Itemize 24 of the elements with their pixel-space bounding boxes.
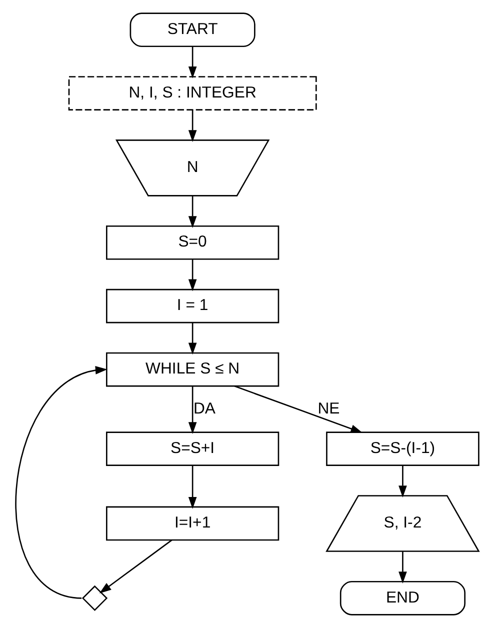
edge-label: DA <box>193 400 216 418</box>
node-box: I=I+1 <box>106 506 280 541</box>
arrow <box>99 540 172 594</box>
node-box: START <box>130 12 256 48</box>
arrow <box>188 386 197 434</box>
node-box: S=S-(I-1) <box>326 432 480 466</box>
node-box: WHILE S ≤ N <box>106 352 280 387</box>
node-box: I = 1 <box>106 288 280 324</box>
arrow <box>188 46 197 78</box>
arrow <box>188 110 197 142</box>
node-box: N, I, S : INTEGER <box>68 76 317 110</box>
arrow <box>188 465 197 509</box>
arrow <box>188 196 197 228</box>
node-diamond <box>82 585 108 611</box>
arrow <box>398 465 407 498</box>
node-box: S=S+I <box>106 432 280 466</box>
edge-label: NE <box>318 400 340 418</box>
node-box: S=0 <box>106 225 280 260</box>
arrow <box>16 366 108 599</box>
node-box: END <box>340 580 466 616</box>
arrow <box>188 322 197 355</box>
arrow <box>398 552 407 584</box>
arrow <box>188 259 197 292</box>
arrow <box>234 386 363 433</box>
